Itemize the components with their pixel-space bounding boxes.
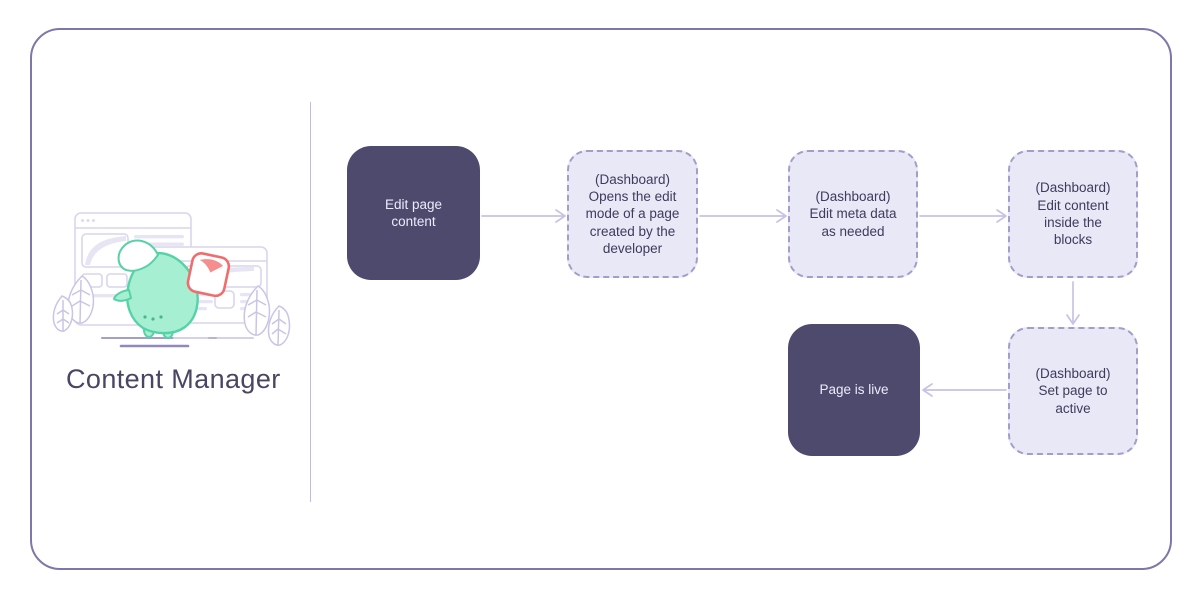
flow-node-set-page-active: (Dashboard) Set page to active: [1008, 327, 1138, 455]
flow-node-opens-edit-mode: (Dashboard) Opens the edit mode of a pag…: [567, 150, 698, 278]
section-divider: [310, 102, 311, 502]
flow-node-label: (Dashboard) Set page to active: [1035, 366, 1111, 416]
plant-leaf-icon: [52, 275, 95, 332]
flow-node-label: (Dashboard) Edit meta data as needed: [809, 189, 897, 239]
mascot-icon: [113, 239, 231, 339]
flow-node-edit-meta-data: (Dashboard) Edit meta data as needed: [788, 150, 918, 278]
card-icon: [186, 252, 231, 298]
flow-node-page-is-live: Page is live: [788, 324, 920, 456]
flow-node-label: Edit page content: [384, 196, 443, 229]
flow-node-edit-page-content: Edit page content: [347, 146, 480, 280]
page-title: Content Manager: [66, 364, 281, 394]
flow-node-label: (Dashboard) Edit content inside the bloc…: [1035, 180, 1111, 248]
content-manager-illustration: [52, 212, 291, 348]
flow-node-label: Page is live: [819, 382, 889, 398]
flow-node-label: (Dashboard) Opens the edit mode of a pag…: [585, 171, 680, 256]
flow-node-edit-content-blocks: (Dashboard) Edit content inside the bloc…: [1008, 150, 1138, 278]
ground-line: [101, 337, 254, 348]
plant-leaf-icon: [243, 285, 291, 346]
